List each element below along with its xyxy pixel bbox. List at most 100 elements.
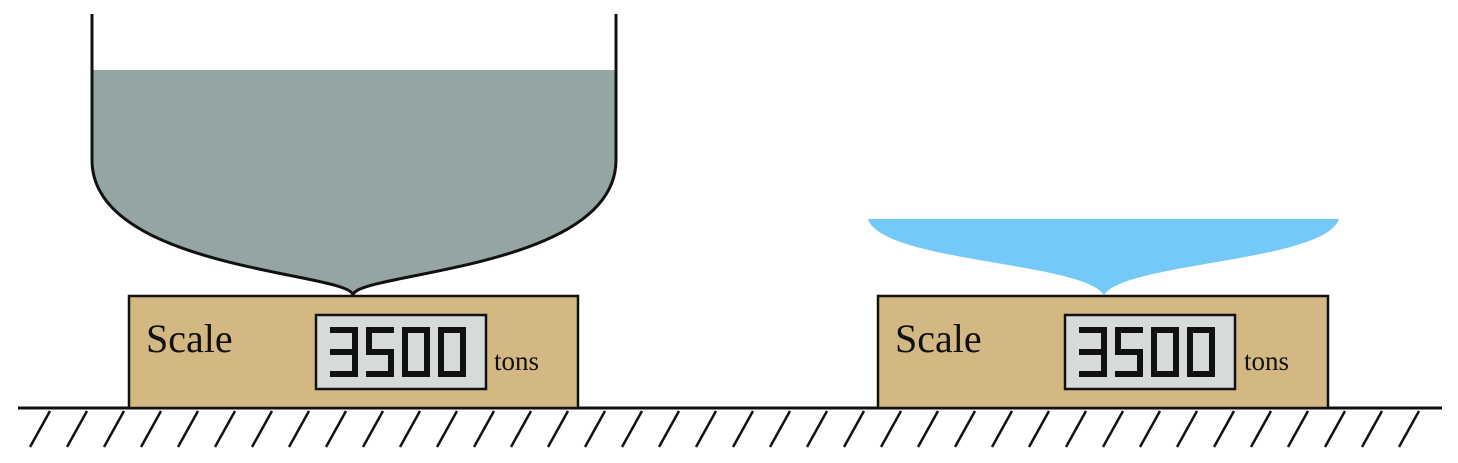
display-digit — [1151, 327, 1179, 377]
display-digit — [402, 327, 430, 377]
hatch-mark — [472, 410, 496, 448]
hatch-mark — [731, 410, 755, 448]
digit-segment — [1187, 349, 1193, 377]
digit-segment — [424, 327, 430, 355]
hatch-mark — [1360, 410, 1384, 448]
left-scale: Scale tons — [127, 294, 580, 410]
digit-segment — [330, 327, 358, 333]
hatch-mark — [1064, 410, 1088, 448]
hatch-mark — [509, 410, 533, 448]
digit-segment — [438, 327, 444, 355]
right-scale: Scale tons — [876, 294, 1330, 410]
digit-segment — [424, 349, 430, 377]
ground — [18, 406, 1442, 448]
digit-segment — [1187, 327, 1215, 333]
hatch-mark — [1397, 410, 1421, 448]
digit-segment — [1187, 327, 1193, 355]
hatch-mark — [805, 410, 829, 448]
digit-segment — [1151, 327, 1179, 333]
left-scale-unit: tons — [494, 346, 539, 376]
digit-segment — [1079, 371, 1107, 377]
hatch-mark — [657, 410, 681, 448]
hatch-mark — [879, 410, 903, 448]
digit-segment — [1115, 349, 1143, 355]
left-scale-label: Scale — [146, 316, 233, 361]
hatch-mark — [1101, 410, 1125, 448]
digit-segment — [366, 327, 394, 333]
digit-segment — [1173, 349, 1179, 377]
hatch-mark — [620, 410, 644, 448]
digit-segment — [438, 349, 444, 377]
right-scale-unit: tons — [1244, 346, 1289, 376]
digit-segment — [366, 349, 394, 355]
digit-segment — [1115, 327, 1121, 355]
digit-segment — [388, 349, 394, 377]
hatch-mark — [139, 410, 163, 448]
hatch-mark — [1249, 410, 1273, 448]
left-scale-reading — [330, 327, 466, 377]
hatch-mark — [1027, 410, 1051, 448]
digit-segment — [1101, 327, 1107, 355]
hatch-mark — [28, 410, 52, 448]
digit-segment — [402, 327, 430, 333]
display-digit — [1187, 327, 1215, 377]
hatch-mark — [176, 410, 200, 448]
hatch-mark — [250, 410, 274, 448]
ground-hatching — [28, 410, 1421, 448]
digit-segment — [1101, 349, 1107, 377]
digit-segment — [402, 371, 430, 377]
hatch-mark — [990, 410, 1014, 448]
display-digit — [1115, 327, 1143, 377]
digit-segment — [366, 327, 372, 355]
hatch-mark — [953, 410, 977, 448]
hatch-mark — [1212, 410, 1236, 448]
hatch-mark — [916, 410, 940, 448]
left-vessel — [90, 14, 618, 296]
hatch-mark — [842, 410, 866, 448]
hatch-mark — [213, 410, 237, 448]
hatch-mark — [324, 410, 348, 448]
digit-segment — [460, 349, 466, 377]
right-scale-label: Scale — [895, 316, 982, 361]
right-scale-reading — [1079, 327, 1215, 377]
right-liquid — [868, 219, 1339, 295]
hatch-mark — [1138, 410, 1162, 448]
digit-segment — [1151, 349, 1157, 377]
digit-segment — [1151, 371, 1179, 377]
hatch-mark — [398, 410, 422, 448]
digit-segment — [1079, 327, 1107, 333]
digit-segment — [1137, 349, 1143, 377]
digit-segment — [352, 327, 358, 355]
hatch-mark — [768, 410, 792, 448]
hatch-mark — [583, 410, 607, 448]
hatch-mark — [435, 410, 459, 448]
digit-segment — [366, 371, 394, 377]
digit-segment — [352, 349, 358, 377]
hatch-mark — [361, 410, 385, 448]
digit-segment — [1209, 327, 1215, 355]
digit-segment — [402, 327, 408, 355]
display-digit — [438, 327, 466, 377]
digit-segment — [438, 327, 466, 333]
digit-segment — [1187, 371, 1215, 377]
hatch-mark — [287, 410, 311, 448]
digit-segment — [402, 349, 408, 377]
display-digit — [1079, 327, 1107, 377]
digit-segment — [1151, 327, 1157, 355]
left-liquid — [92, 70, 616, 295]
display-digit — [366, 327, 394, 377]
digit-segment — [1209, 349, 1215, 377]
display-digit — [330, 327, 358, 377]
digit-segment — [460, 327, 466, 355]
digit-segment — [1115, 371, 1143, 377]
digit-segment — [330, 349, 358, 355]
hatch-mark — [102, 410, 126, 448]
hatch-mark — [65, 410, 89, 448]
right-vessel — [868, 219, 1339, 295]
digit-segment — [1115, 327, 1143, 333]
hatch-mark — [546, 410, 570, 448]
digit-segment — [330, 371, 358, 377]
digit-segment — [1173, 327, 1179, 355]
digit-segment — [438, 371, 466, 377]
digit-segment — [1079, 349, 1107, 355]
